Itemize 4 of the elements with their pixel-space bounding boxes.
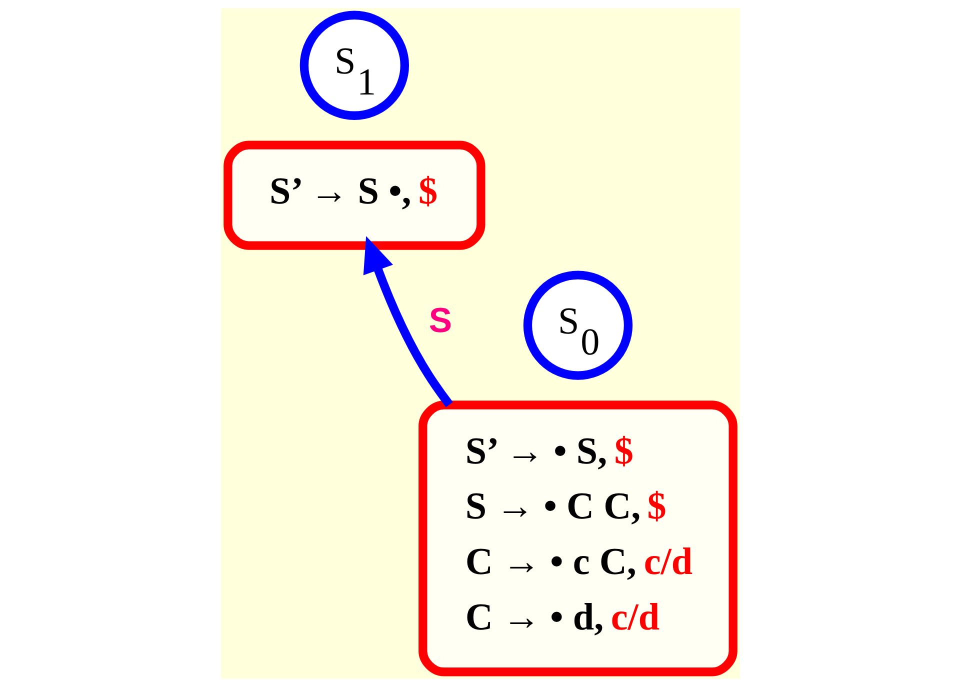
- arrow: [362, 236, 452, 408]
- node-box: S’ → S •, $: [223, 140, 485, 250]
- node-box: S’ → • S, $ S → • C C, $ C → • c C, c/d C → • d, c/d: [418, 400, 737, 676]
- edge-label: S: [428, 302, 452, 340]
